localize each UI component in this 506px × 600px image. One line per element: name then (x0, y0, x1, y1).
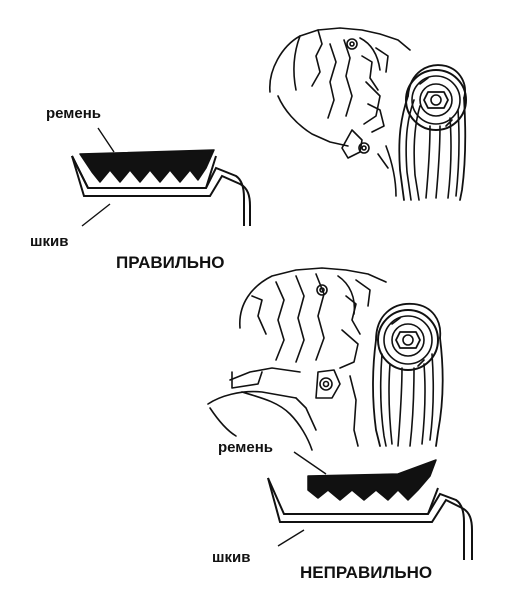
belt-profile-incorrect (307, 459, 437, 501)
belt-section-incorrect (267, 459, 473, 560)
pulley-label-correct: шкив (30, 233, 68, 250)
leader-pulley-incorrect (277, 529, 305, 547)
belt-profile-correct (79, 149, 215, 183)
engine-illustration-incorrect (207, 267, 444, 451)
leader-belt-incorrect (293, 451, 327, 475)
caption-correct: ПРАВИЛЬНО (116, 253, 224, 272)
caption-incorrect: НЕПРАВИЛЬНО (300, 563, 432, 582)
belt-label-incorrect: ремень (218, 439, 273, 456)
belt-section-correct (71, 149, 251, 226)
belt-label-correct: ремень (46, 105, 101, 122)
leader-belt-correct (97, 127, 115, 153)
engine-illustration-correct (269, 27, 467, 201)
leader-pulley-correct (81, 203, 111, 227)
pulley-label-incorrect: шкив (212, 549, 250, 566)
